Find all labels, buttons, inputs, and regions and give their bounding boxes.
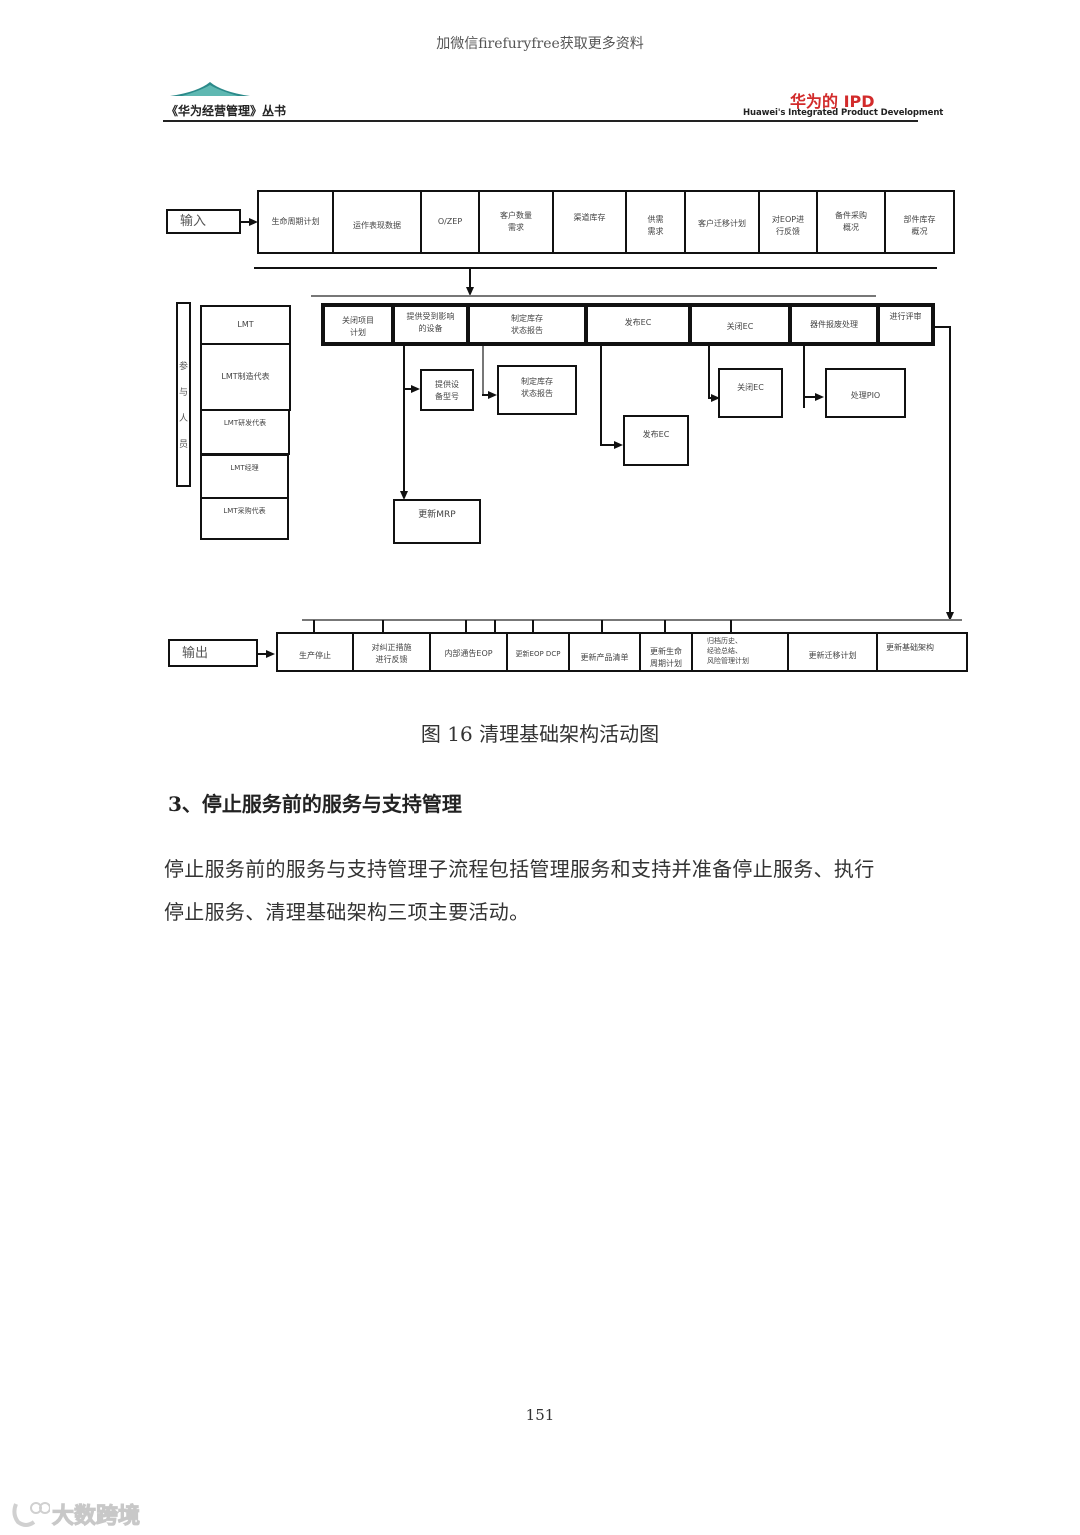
connector-line [403, 346, 405, 492]
connector-line [403, 388, 413, 390]
participant-box: LMT制造代表 [200, 343, 291, 411]
activity-cell: 制定库存 状态报告 [470, 307, 588, 342]
input-label: 输入 [180, 214, 207, 229]
paragraph-line: 停止服务前的服务与支持管理子流程包括管理服务和支持并准备停止服务、执行 [164, 857, 875, 881]
sub-activity-box: 关闭EC [718, 368, 783, 418]
section-title: 3、停止服务前的服务与支持管理 [168, 792, 462, 816]
bus-tick [532, 620, 534, 633]
input-bus-line [254, 267, 937, 269]
input-cell: 客户数量 需求 [480, 192, 554, 252]
activity-cell: 进行评审 [889, 312, 922, 321]
participants-label-box: 参 与 人 员 [176, 302, 191, 487]
bus-tick [465, 620, 467, 633]
participant-box: LMT经理 [200, 454, 289, 499]
input-cell: 部件库存 概况 [903, 215, 936, 236]
arrow-right-icon [815, 393, 824, 401]
sub-activity-box: 处理PIO [825, 368, 906, 418]
outputs-strip: 生产停止 对纠正措施 进行反馈 内部通告EOP 更新EOP DCP 更新产品清单… [276, 632, 968, 672]
input-connector [241, 221, 251, 223]
connector-line [935, 326, 950, 328]
output-cell: 更新基础架构 [886, 643, 934, 652]
figure-caption: 图 16 清理基础架构活动图 [420, 722, 660, 746]
bus-tick [382, 620, 384, 633]
input-cell: 客户迁移计划 [686, 192, 760, 252]
arrow-down-icon [946, 612, 954, 621]
input-down-connector [469, 268, 471, 290]
input-cell: 对EOP进 行反馈 [760, 192, 818, 252]
input-cell: 备件采购 概况 [818, 192, 886, 252]
arrow-right-icon [249, 218, 258, 226]
connector-line [708, 346, 710, 398]
connector-line [803, 396, 815, 398]
bus-tick [494, 620, 496, 633]
book-subtitle: Huawei's Integrated Product Development [743, 108, 944, 118]
input-cell: O/ZEP [422, 192, 480, 252]
series-title: 《华为经营管理》丛书 [166, 104, 287, 118]
output-cell: 归档历史、 经验总结、 风险管理计划 [693, 634, 789, 670]
header-rule [163, 120, 918, 122]
output-cell: 更新生命 周期计划 [641, 634, 693, 670]
arrow-down-icon [400, 491, 408, 500]
connector-line [949, 326, 951, 612]
arrow-right-icon [711, 394, 720, 402]
output-cell: 对纠正措施 进行反馈 [354, 634, 431, 670]
arrow-right-icon [614, 441, 623, 449]
input-cell: 供需 需求 [627, 192, 686, 252]
input-cell: 渠道库存 [554, 192, 627, 252]
arrow-right-icon [488, 391, 497, 399]
output-cell: 生产停止 [278, 634, 354, 670]
connector-line [600, 346, 602, 446]
sub-activity-box: 更新MRP [393, 499, 481, 544]
input-cell: 运作表现数据 [334, 192, 422, 252]
connector-line [482, 346, 484, 396]
page-number: 151 [525, 1406, 555, 1424]
participant-box: LMT [200, 305, 291, 345]
inputs-strip: 生命周期计划 运作表现数据 O/ZEP 客户数量 需求 渠道库存 供需 需求 客… [257, 190, 955, 254]
section-paragraph: 停止服务前的服务与支持管理子流程包括管理服务和支持并准备停止服务、执行 停止服务… [164, 848, 924, 934]
activity-cell: 关闭项目 计划 [325, 307, 395, 342]
bus-tick [313, 620, 315, 633]
brand-watermark: 大数跨境 [51, 1504, 141, 1530]
sub-activity-box: 发布EC [623, 415, 689, 466]
output-label-box: 输出 [168, 639, 258, 667]
activity-cell: 关闭EC [692, 307, 792, 342]
output-bus-line [302, 619, 962, 621]
participant-box: LMT采购代表 [200, 497, 289, 540]
activity-cell: 提供受到影响 的设备 [395, 307, 470, 342]
bus-tick [664, 620, 666, 633]
participants-label: 参 与 人 员 [178, 362, 188, 450]
brand-logo-icon [12, 1502, 50, 1527]
participant-box: LMT研发代表 [200, 409, 290, 455]
connector-line [708, 397, 713, 399]
bus-tick [730, 620, 732, 633]
output-cell: 更新迁移计划 [789, 634, 878, 670]
sub-activity-box: 提供设 备型号 [420, 369, 474, 411]
output-cell: 更新产品清单 [570, 634, 641, 670]
arrow-right-icon [411, 385, 420, 393]
connector-line [600, 444, 614, 446]
connector-line [803, 346, 805, 408]
paragraph-line: 停止服务、清理基础架构三项主要活动。 [164, 900, 530, 924]
output-cell: 更新EOP DCP [508, 634, 570, 670]
arrow-right-icon [266, 650, 275, 658]
output-label: 输出 [182, 646, 209, 661]
connector-line [482, 394, 490, 396]
output-cell: 内部通告EOP [431, 634, 508, 670]
activity-cell: 发布EC [588, 307, 692, 342]
arrow-down-icon [466, 287, 474, 296]
input-cell: 生命周期计划 [259, 192, 334, 252]
input-label-box: 输入 [166, 209, 241, 234]
activities-strip: 关闭项目 计划 提供受到影响 的设备 制定库存 状态报告 发布EC 关闭EC 器… [321, 303, 935, 346]
book-title: 华为的 IPD [790, 92, 875, 111]
bus-tick [601, 620, 603, 633]
activity-cell: 器件报废处理 [792, 307, 880, 342]
sub-activity-box: 制定库存 状态报告 [497, 365, 577, 415]
activity-bus-line [311, 295, 876, 297]
mountain-logo-icon [170, 82, 250, 96]
top-watermark-text: 加微信firefuryfree获取更多资料 [436, 36, 644, 52]
output-connector [258, 653, 268, 655]
